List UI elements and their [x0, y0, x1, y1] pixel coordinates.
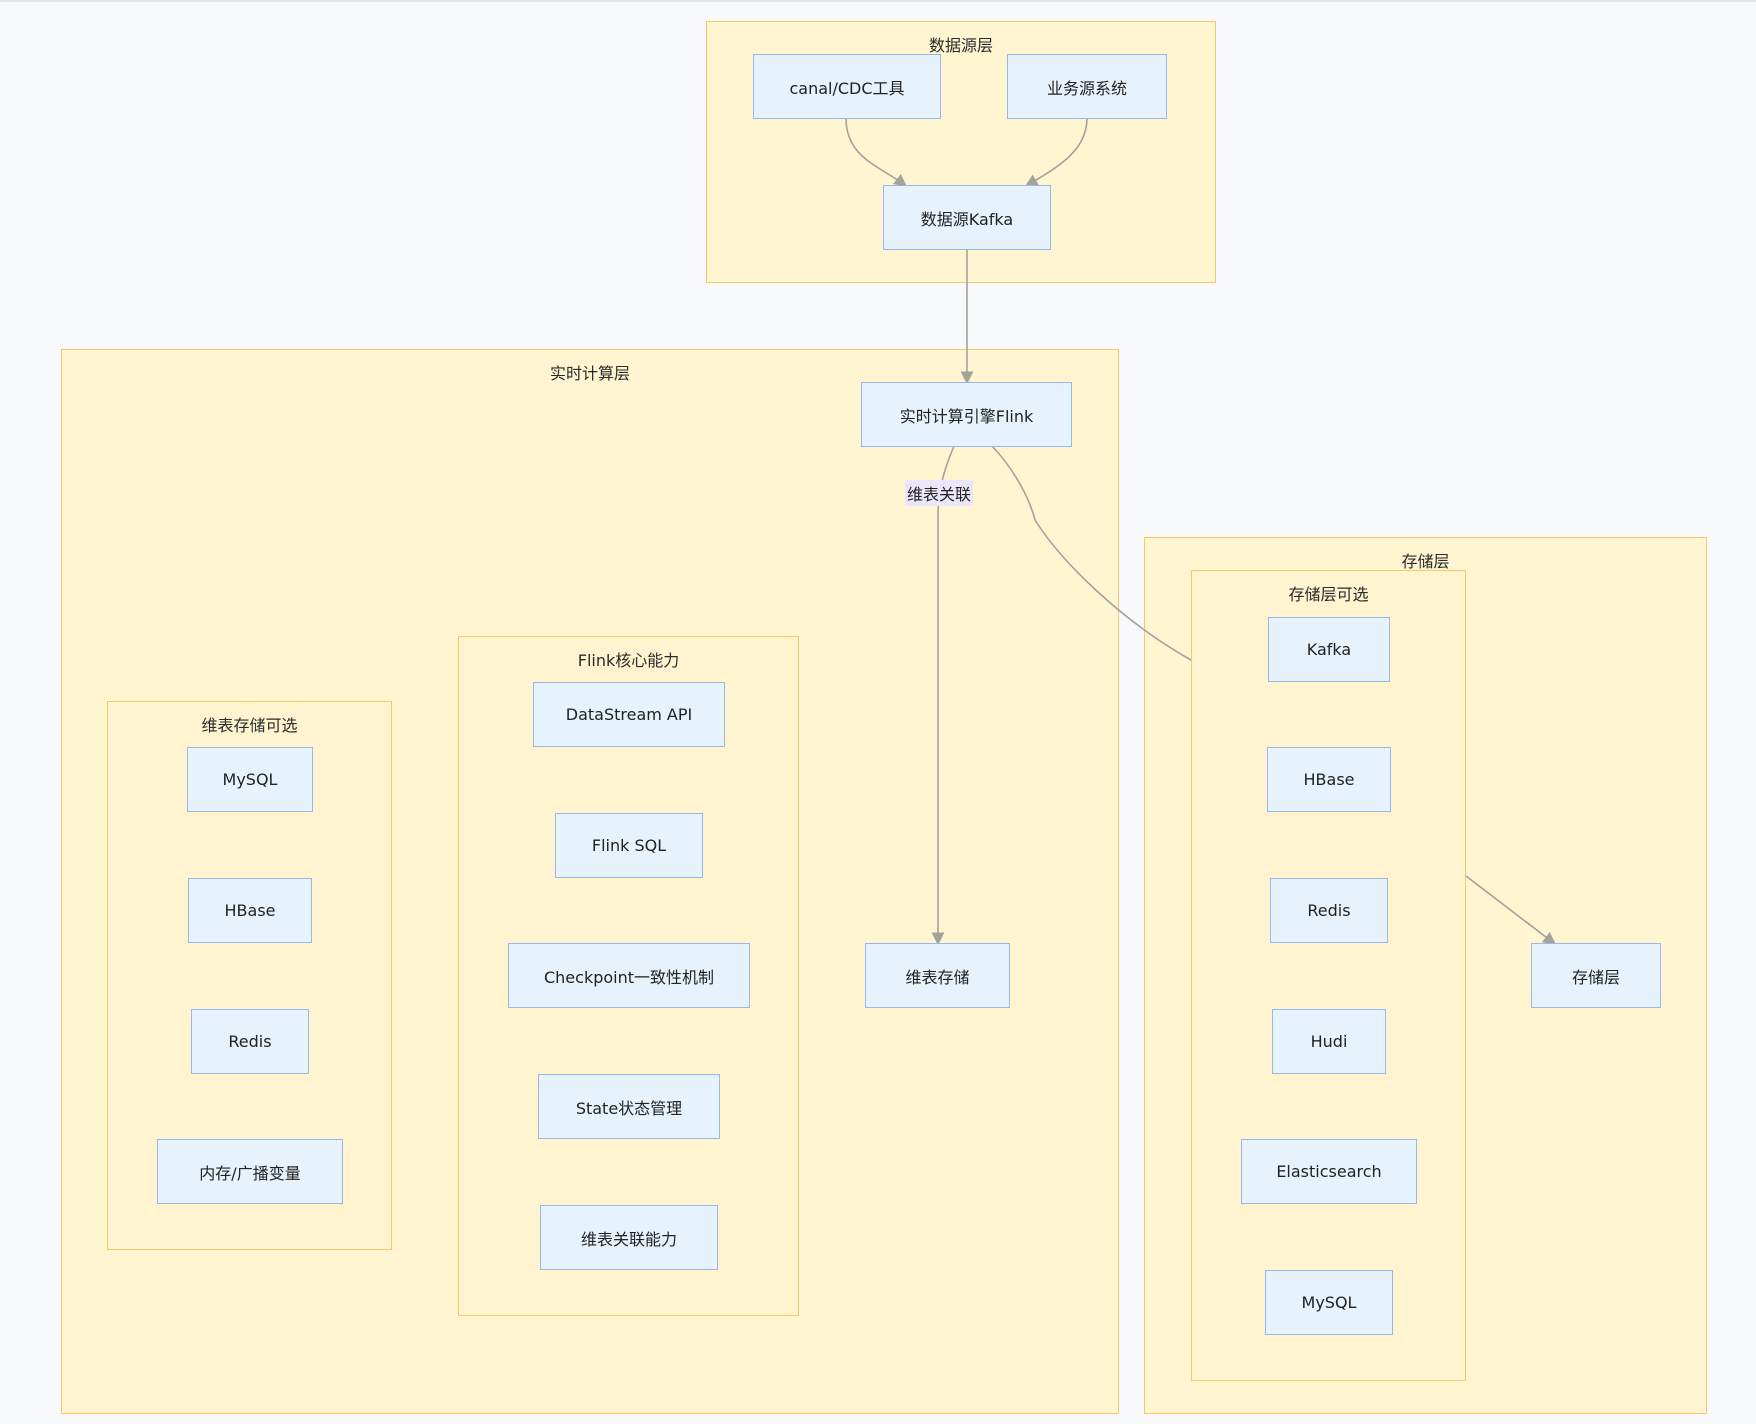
node-flink-sql[interactable]: Flink SQL [555, 813, 703, 878]
node-biz-source[interactable]: 业务源系统 [1007, 54, 1167, 119]
cluster-storage-options: 存储层可选 [1191, 570, 1466, 1381]
node-storage[interactable]: 存储层 [1531, 943, 1661, 1008]
node-store-hudi[interactable]: Hudi [1272, 1009, 1386, 1074]
node-state-management[interactable]: State状态管理 [538, 1074, 720, 1139]
cluster-title-flink-core: Flink核心能力 [577, 651, 680, 670]
node-flink-engine[interactable]: 实时计算引擎Flink [861, 382, 1072, 447]
cluster-title-storage-layer: 存储层 [1401, 552, 1450, 571]
node-dim-mysql[interactable]: MySQL [187, 747, 313, 812]
cluster-title-source-layer: 数据源层 [928, 36, 993, 55]
top-divider [0, 0, 1756, 2]
cluster-title-compute-layer: 实时计算层 [549, 364, 630, 383]
node-checkpoint[interactable]: Checkpoint一致性机制 [508, 943, 750, 1008]
node-store-mysql[interactable]: MySQL [1265, 1270, 1393, 1335]
node-kafka-source[interactable]: 数据源Kafka [883, 185, 1051, 250]
node-store-kafka[interactable]: Kafka [1268, 617, 1390, 682]
node-dim-join-capability[interactable]: 维表关联能力 [540, 1205, 718, 1270]
node-dim-hbase[interactable]: HBase [188, 878, 312, 943]
node-store-hbase[interactable]: HBase [1267, 747, 1391, 812]
node-datastream-api[interactable]: DataStream API [533, 682, 725, 747]
node-dim-memory[interactable]: 内存/广播变量 [157, 1139, 343, 1204]
node-dim-redis[interactable]: Redis [191, 1009, 309, 1074]
cluster-title-storage-options: 存储层可选 [1288, 585, 1369, 604]
cluster-title-dim-options: 维表存储可选 [201, 716, 298, 735]
node-store-redis[interactable]: Redis [1270, 878, 1388, 943]
edge-label-dim-join: 维表关联 [905, 480, 974, 506]
node-store-elasticsearch[interactable]: Elasticsearch [1241, 1139, 1417, 1204]
node-canal-cdc[interactable]: canal/CDC工具 [753, 54, 941, 119]
node-dim-store[interactable]: 维表存储 [865, 943, 1010, 1008]
